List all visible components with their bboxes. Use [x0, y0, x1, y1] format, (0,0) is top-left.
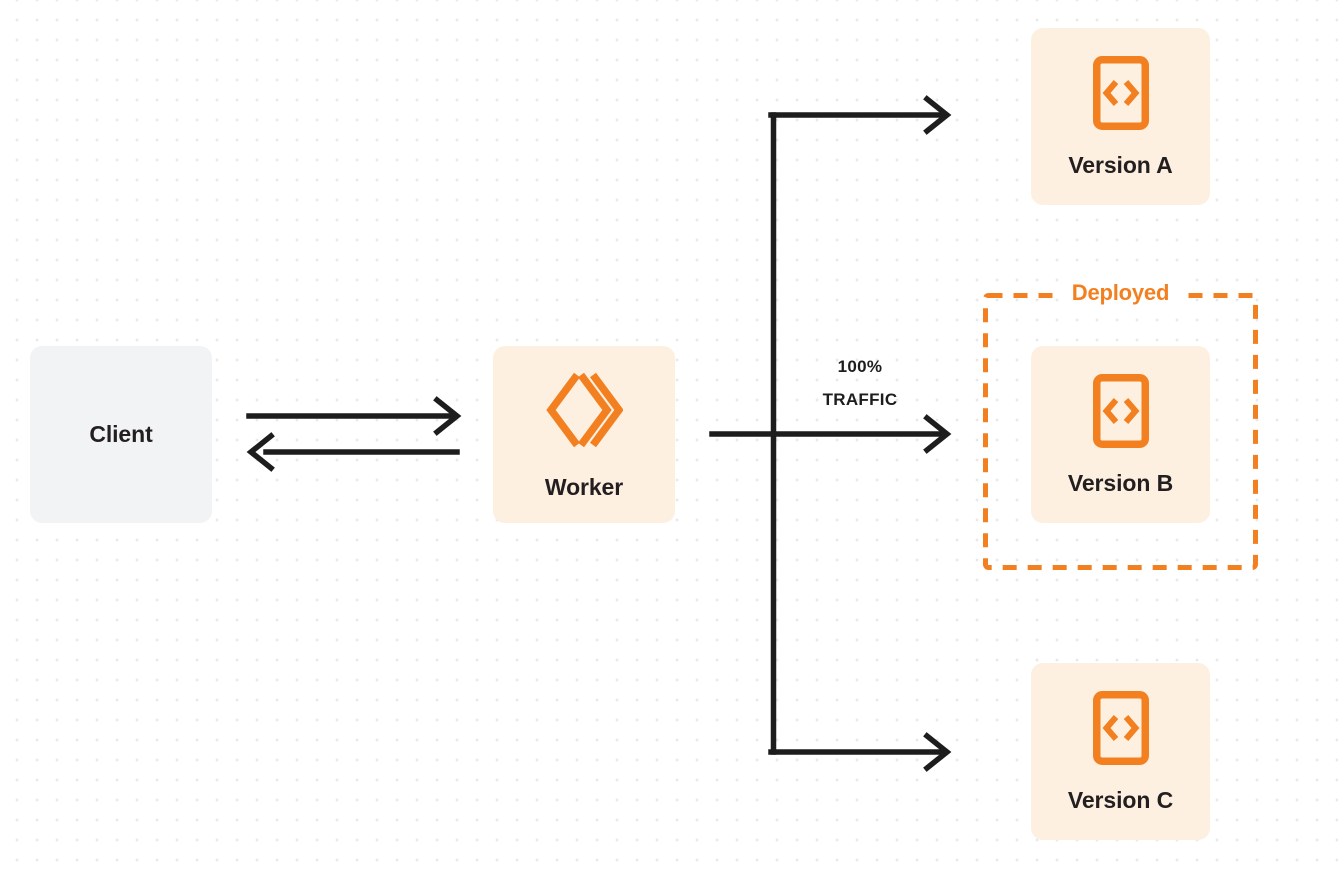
node-version-c-label: Version C: [1067, 787, 1174, 813]
code-brackets-icon: [1092, 374, 1149, 448]
traffic-percentage-label: 100% TRAFFIC: [790, 350, 930, 416]
node-version-b-label: Version B: [1067, 470, 1174, 496]
arrow-worker-to-client: [246, 432, 460, 472]
code-brackets-icon: [1092, 691, 1149, 765]
traffic-percent-value: 100%: [837, 357, 883, 376]
arrow-worker-to-version-a: [768, 95, 952, 135]
cloudflare-workers-logo-icon: [545, 370, 624, 450]
arrow-worker-to-version-c: [768, 732, 952, 772]
node-version-c[interactable]: Version C: [1031, 663, 1210, 840]
node-version-a[interactable]: Version A: [1031, 28, 1210, 205]
node-version-b[interactable]: Version B: [1031, 346, 1210, 523]
node-worker-label: Worker: [544, 474, 624, 500]
arrow-worker-to-version-b: [709, 414, 952, 454]
node-client[interactable]: Client: [30, 346, 212, 523]
traffic-caption: TRAFFIC: [822, 390, 898, 409]
arrow-client-to-worker: [246, 396, 462, 436]
node-worker[interactable]: Worker: [493, 346, 675, 523]
code-brackets-icon: [1092, 56, 1149, 130]
node-client-label: Client: [89, 421, 153, 447]
node-version-a-label: Version A: [1068, 152, 1173, 178]
deployed-group-label: Deployed: [1061, 277, 1180, 309]
